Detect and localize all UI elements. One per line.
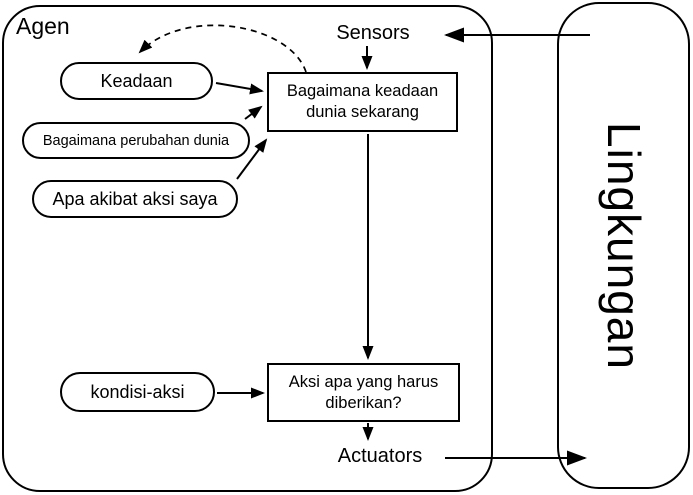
node-condition-action-oval: kondisi-aksi [60, 372, 215, 412]
node-action-effects-label: Apa akibat aksi saya [52, 188, 218, 209]
current-world-state-line2: dunia sekarang [306, 103, 419, 121]
agent-label: Agen [16, 13, 70, 39]
action-selection-line2: diberikan? [325, 393, 402, 412]
node-world-evolution-label: Bagaimana perubahan dunia [42, 132, 230, 149]
node-action-selection-box: Aksi apa yang harus diberikan? [267, 363, 460, 422]
node-world-evolution-oval: Bagaimana perubahan dunia [22, 122, 250, 159]
action-selection-line1: Aksi apa yang harus [288, 372, 439, 391]
environment-label: Lingkungan [597, 121, 650, 370]
sensors-label: Sensors [336, 22, 410, 44]
node-state-label: Keadaan [100, 70, 173, 91]
current-world-state-line1: Bagaimana keadaan [286, 82, 439, 100]
node-condition-action-label: kondisi-aksi [90, 381, 185, 402]
actuators-label: Actuators [337, 445, 423, 467]
environment-box: Lingkungan [557, 2, 690, 489]
node-state-oval: Keadaan [60, 62, 213, 100]
node-current-world-state-box: Bagaimana keadaan dunia sekarang [267, 72, 458, 132]
node-action-effects-oval: Apa akibat aksi saya [32, 180, 238, 218]
